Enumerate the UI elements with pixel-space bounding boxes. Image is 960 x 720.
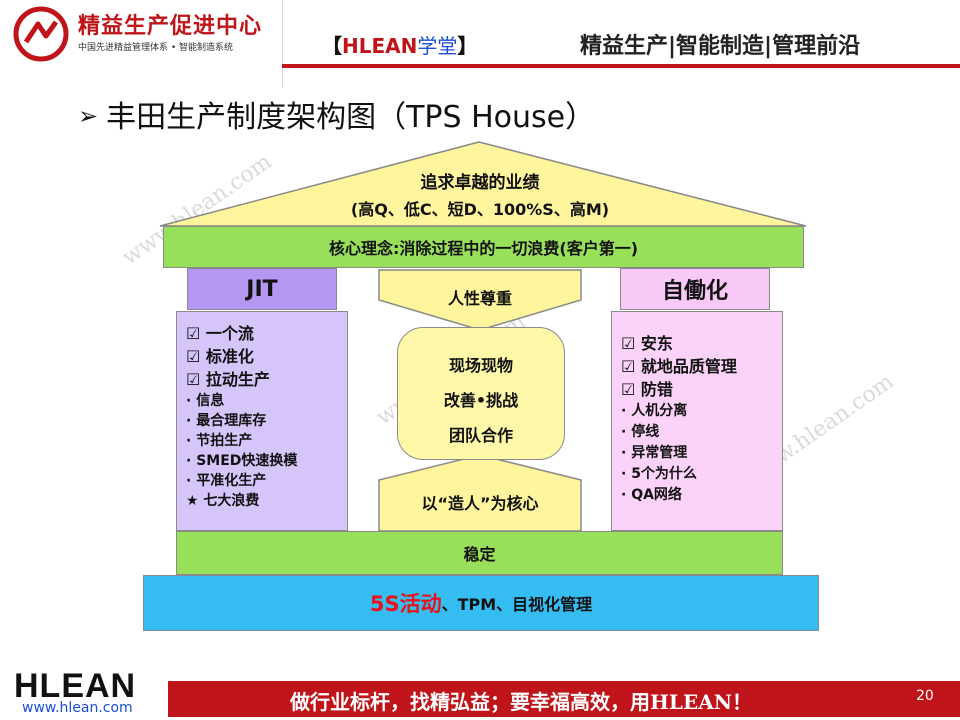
- list-item: · 停线: [621, 424, 660, 440]
- center-value: 团队合作: [448, 426, 513, 445]
- center-top-label: 人性尊重: [447, 289, 512, 308]
- org-subtitle: 中国先进精益管理体系 • 智能制造系统: [78, 43, 234, 53]
- page-number: 20: [916, 688, 934, 704]
- header-tagline: 精益生产|智能制造|管理前沿: [580, 34, 861, 59]
- stability-band: 稳定: [176, 531, 783, 575]
- list-item: ☑ 标准化: [186, 347, 254, 366]
- list-item: · 平准化生产: [186, 473, 267, 489]
- footer-slogan: 做行业标杆，找精弘益；要幸福高效，用HLEAN！: [290, 690, 753, 714]
- header-rule: [282, 64, 960, 68]
- jit-pillar-title: JIT: [187, 268, 337, 310]
- list-item: ★ 七大浪费: [186, 493, 260, 509]
- list-item: · 最合理库存: [186, 413, 267, 429]
- list-item: · 5个为什么: [621, 466, 697, 482]
- center-bottom-label: 以“造人”为核心: [421, 494, 539, 513]
- slide-title: ➢丰田生产制度架构图（TPS House）: [78, 100, 596, 135]
- core-concept-band: 核心理念:消除过程中的一切浪费(客户第一): [163, 226, 804, 268]
- jidoka-pillar-title: 自働化: [620, 268, 770, 310]
- bullet-arrow-icon: ➢: [78, 102, 99, 130]
- list-item: · 节拍生产: [186, 433, 253, 449]
- roof-goal: 追求卓越的业绩: [420, 173, 540, 193]
- list-item: ☑ 安东: [621, 334, 673, 353]
- list-item: · 异常管理: [621, 445, 688, 461]
- list-item: · 人机分离: [621, 403, 688, 419]
- list-item: ☑ 拉动生产: [186, 370, 270, 389]
- list-item: · 信息: [186, 393, 225, 409]
- org-name: 精益生产促进中心: [78, 14, 263, 39]
- company-logo-icon: [13, 6, 69, 62]
- list-item: · SMED快速换模: [186, 453, 298, 469]
- jidoka-pillar-body: ☑ 安东 ☑ 就地品质管理 ☑ 防错 · 人机分离 · 停线 · 异常管理 · …: [611, 311, 783, 531]
- list-item: · QA网络: [621, 487, 682, 503]
- center-value: 现场现物: [448, 356, 513, 375]
- list-item: ☑ 就地品质管理: [621, 357, 737, 376]
- center-values-box: [397, 327, 565, 460]
- footer-bar: [168, 681, 960, 717]
- roof-metrics: (高Q、低C、短D、100%S、高M): [350, 200, 610, 219]
- header-divider: [282, 0, 283, 88]
- list-item: ☑ 一个流: [186, 324, 254, 343]
- footer-logo: HLEAN: [14, 667, 137, 705]
- brand-label: 【HLEAN学堂】: [322, 34, 478, 58]
- list-item: ☑ 防错: [621, 380, 673, 399]
- center-value: 改善•挑战: [443, 391, 519, 410]
- foundation-band: 5S活动、TPM、目视化管理: [143, 575, 819, 631]
- footer-url[interactable]: www.hlean.com: [22, 700, 133, 716]
- jit-pillar-body: ☑ 一个流 ☑ 标准化 ☑ 拉动生产 · 信息 · 最合理库存 · 节拍生产 ·…: [176, 311, 348, 531]
